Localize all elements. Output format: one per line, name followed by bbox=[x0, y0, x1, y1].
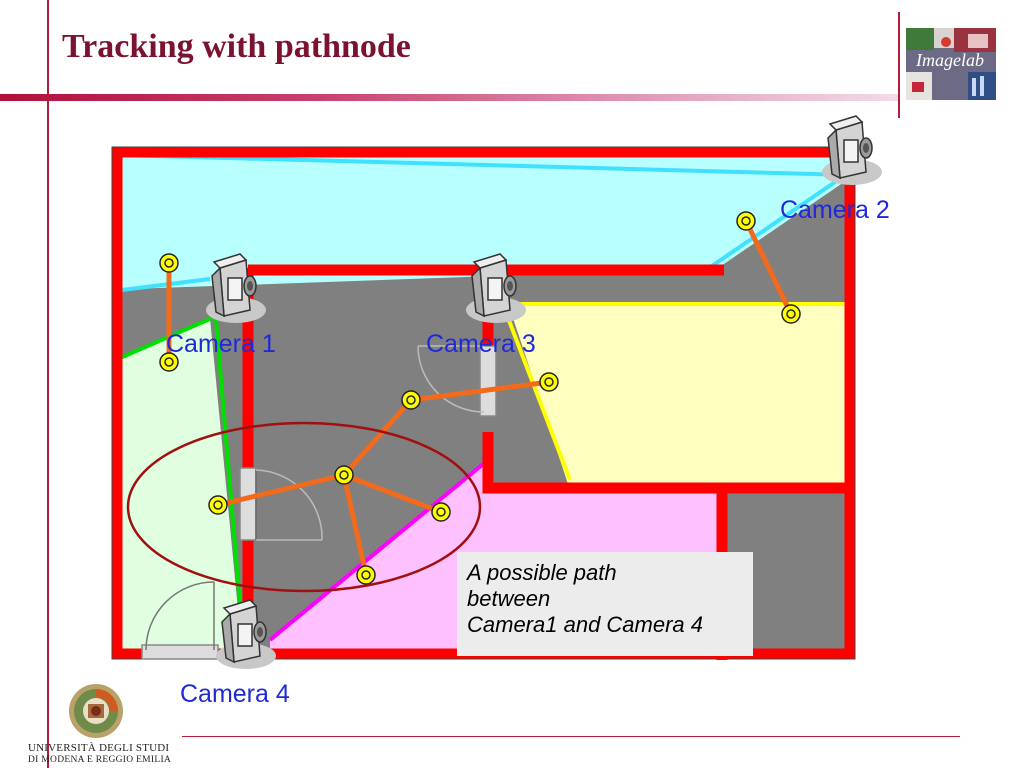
university-emblem bbox=[69, 684, 123, 738]
imagelab-logo: Imagelab bbox=[906, 28, 996, 100]
path-note-box: A possible path between Camera1 and Came… bbox=[457, 552, 753, 656]
note-line: A possible path bbox=[467, 560, 617, 585]
door-bottom bbox=[141, 581, 219, 660]
logo-divider-line bbox=[898, 12, 900, 118]
fov-edge-camera1-top bbox=[119, 316, 213, 360]
slide-title: Tracking with pathnode bbox=[62, 28, 411, 65]
camera1-label: Camera 1 bbox=[166, 330, 276, 358]
highlight-ellipse bbox=[126, 421, 482, 593]
title-gradient-band bbox=[0, 94, 898, 101]
fov-edge-camera3-diag bbox=[503, 309, 572, 481]
fov-edge-camera2-top bbox=[119, 153, 851, 177]
fov-edge-camera2-diag bbox=[704, 178, 840, 272]
university-name-line2: DI MODENA E REGGIO EMILIA bbox=[28, 755, 172, 765]
door-left bbox=[239, 467, 323, 541]
fov-edge-camera2-left bbox=[121, 277, 211, 292]
left-accent-line bbox=[47, 0, 49, 768]
fov-camera3 bbox=[508, 303, 850, 490]
university-name-line1: UNIVERSITÀ DEGLI STUDI bbox=[28, 742, 170, 754]
camera3-label: Camera 3 bbox=[426, 330, 536, 358]
logo-text: Imagelab bbox=[915, 50, 984, 70]
path-edges bbox=[166, 218, 794, 578]
camera2-label: Camera 2 bbox=[780, 196, 890, 224]
fov-edge-camera4-diag bbox=[268, 458, 490, 642]
fov-camera2 bbox=[120, 154, 850, 292]
door-middle bbox=[417, 345, 497, 417]
camera-icon bbox=[821, 115, 883, 186]
note-line: between bbox=[467, 586, 551, 611]
footer-rule bbox=[182, 736, 960, 737]
camera4-label: Camera 4 bbox=[180, 680, 290, 708]
fov-camera1 bbox=[120, 318, 242, 652]
fov-edge-camera1-right bbox=[214, 319, 242, 606]
note-line: Camera1 and Camera 4 bbox=[467, 612, 704, 637]
